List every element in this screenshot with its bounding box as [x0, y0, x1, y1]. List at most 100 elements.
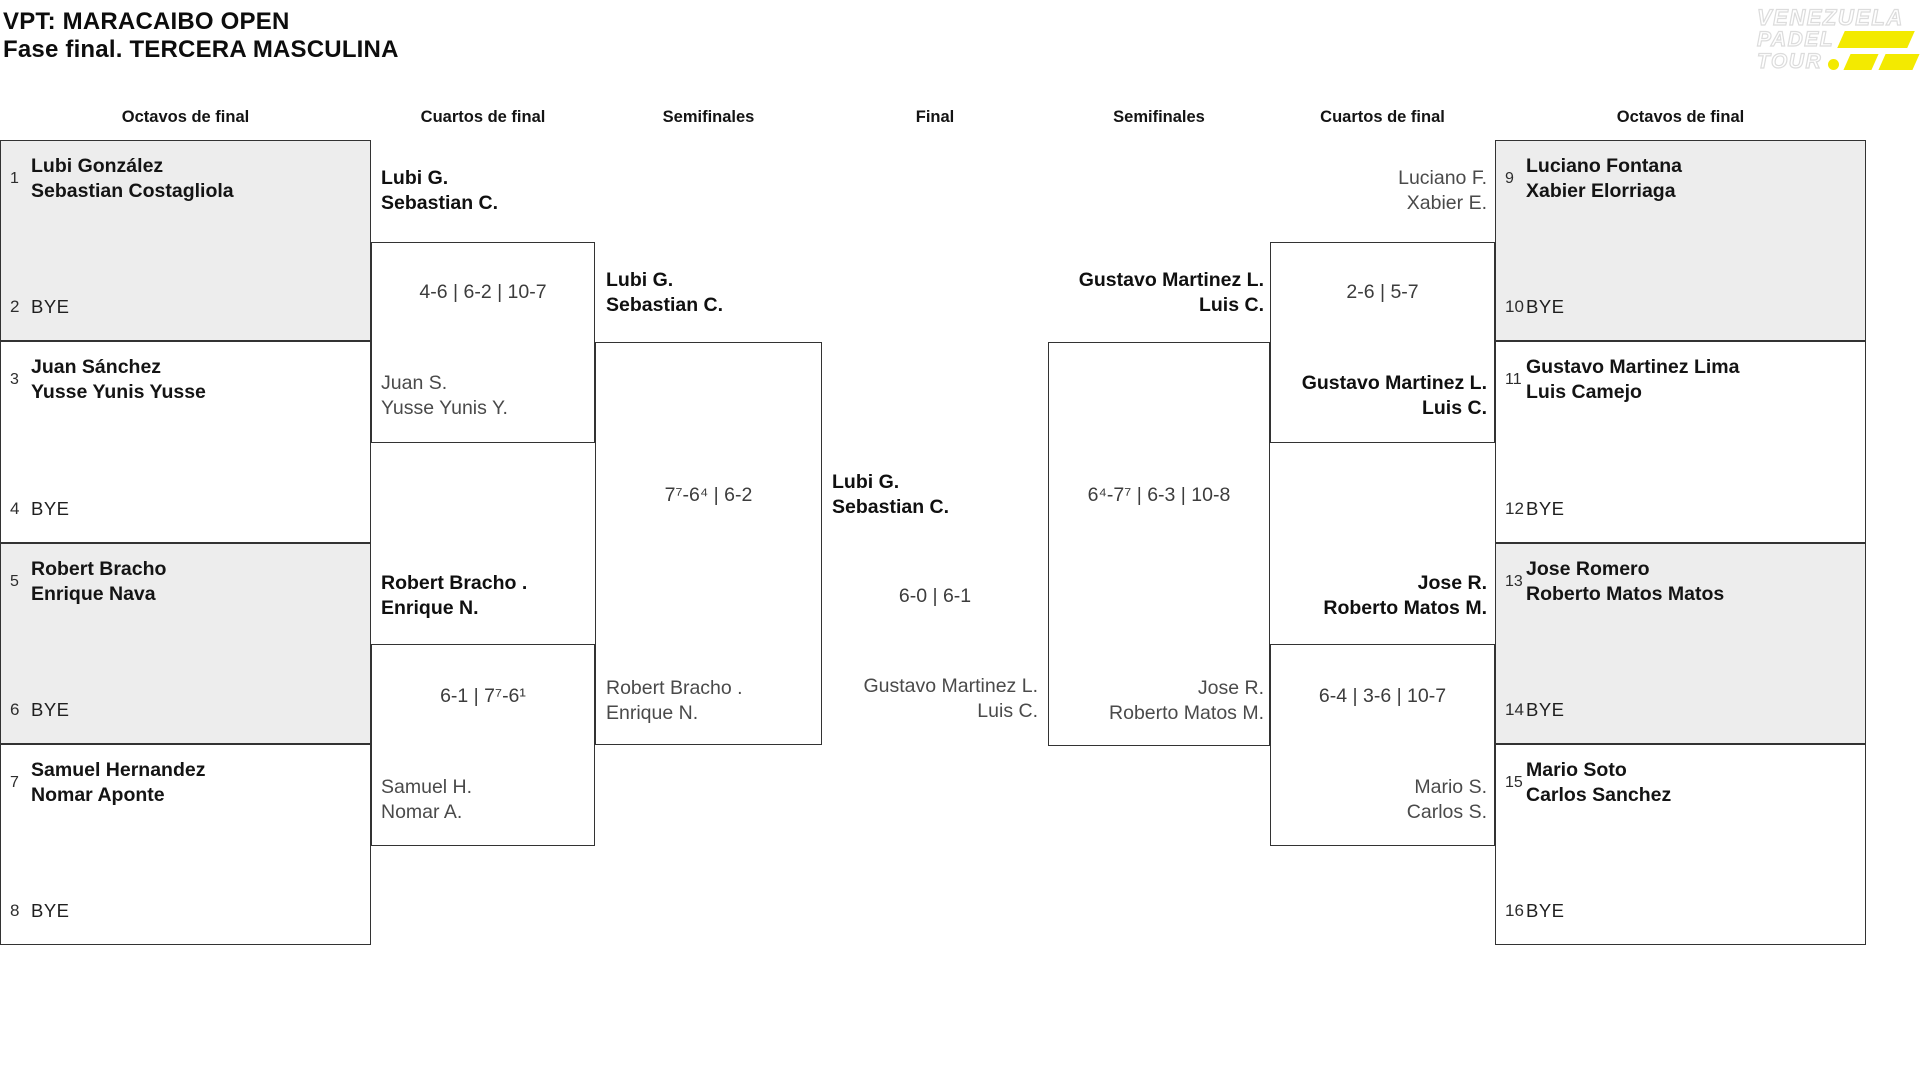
player-name: Gustavo Martinez L. — [863, 675, 1039, 697]
qf-box-left-2 — [371, 644, 595, 846]
bye-label: BYE — [1526, 900, 1565, 921]
player-name: Lubi G. — [606, 269, 674, 291]
octavos-box-seeds-9-10: 9 Luciano Fontana Xabier Elorriaga 10 BY… — [1495, 140, 1866, 341]
final-score: 6-0 | 6-1 — [898, 585, 972, 607]
bye-entry: 6 BYE — [10, 699, 70, 721]
player-name: Sebastian C. — [381, 192, 499, 214]
player-name: Carlos Sanchez — [1526, 784, 1672, 806]
tournament-title: VPT: MARACAIBO OPEN — [3, 8, 290, 35]
player-name: Lubi G. — [381, 167, 449, 189]
qf-right-2-winner-team: Jose R. Roberto Matos M. — [1280, 571, 1487, 621]
team-names: Mario Soto Carlos Sanchez — [1526, 758, 1671, 808]
player-name: Juan Sánchez — [31, 356, 162, 378]
seed-number: 4 — [10, 499, 20, 518]
bye-label: BYE — [31, 498, 70, 519]
octavos-box-seeds-1-2: 1 Lubi González Sebastian Costagliola 2 … — [0, 140, 371, 341]
qf-right-1-loser-team: Luciano F. Xabier E. — [1280, 166, 1487, 216]
team-entry: 9 Luciano Fontana Xabier Elorriaga — [1496, 141, 1865, 204]
sf-box-left — [595, 342, 822, 745]
octavos-box-seeds-3-4: 3 Juan Sánchez Yusse Yunis Yusse 4 BYE — [0, 341, 371, 543]
qf-left-2-score: 6-1 | 7⁷-6¹ — [440, 685, 526, 707]
bye-label: BYE — [1526, 699, 1565, 720]
round-header-final: Final — [915, 108, 955, 126]
round-header-octavos-right: Octavos de final — [1616, 108, 1745, 126]
bye-entry: 8 BYE — [10, 900, 70, 922]
team-names: Lubi González Sebastian Costagliola — [31, 154, 234, 204]
octavos-box-seeds-13-14: 13 Jose Romero Roberto Matos Matos 14 BY… — [1495, 543, 1866, 744]
sf-right-score: 6⁴-7⁷ | 6-3 | 10-8 — [1087, 484, 1231, 506]
logo-word-padel: PADEL — [1756, 28, 1835, 51]
seed-number: 8 — [10, 901, 20, 920]
seed-number: 5 — [10, 573, 19, 590]
seed-number: 6 — [10, 700, 20, 719]
bye-label: BYE — [1526, 296, 1565, 317]
team-entry: 15 Mario Soto Carlos Sanchez — [1496, 745, 1865, 808]
team-entry: 1 Lubi González Sebastian Costagliola — [1, 141, 370, 204]
sf-box-right — [1048, 342, 1270, 746]
round-header-cuartos-left: Cuartos de final — [420, 108, 546, 126]
player-name: Jose R. — [1197, 677, 1264, 699]
bye-entry: 2 BYE — [10, 296, 70, 318]
player-name: Gustavo Martinez Lima — [1526, 356, 1740, 378]
player-name: Sebastian Costagliola — [31, 180, 234, 202]
seed-number: 14 — [1505, 700, 1524, 719]
team-names: Juan Sánchez Yusse Yunis Yusse — [31, 355, 206, 405]
bye-entry: 4 BYE — [10, 498, 70, 520]
player-name: Gustavo Martinez L. — [1301, 372, 1487, 394]
player-name: Sebastian C. — [606, 294, 724, 316]
qf-left-2-loser-team: Samuel H. Nomar A. — [381, 775, 593, 825]
player-name: Luis C. — [1198, 294, 1264, 316]
bye-label: BYE — [31, 900, 70, 921]
bye-entry: 10 BYE — [1505, 296, 1565, 318]
team-entry: 5 Robert Bracho Enrique Nava — [1, 544, 370, 607]
player-name: Luis C. — [1421, 397, 1487, 419]
player-name: Xabier Elorriaga — [1526, 180, 1676, 202]
seed-number: 12 — [1505, 499, 1524, 518]
qf-right-2-loser-team: Mario S. Carlos S. — [1280, 775, 1487, 825]
qf-left-1-score: 4-6 | 6-2 | 10-7 — [419, 281, 547, 303]
sf-right-loser-team: Jose R. Roberto Matos M. — [1057, 676, 1264, 726]
player-name: Luciano Fontana — [1526, 155, 1682, 177]
player-name: Xabier E. — [1406, 192, 1487, 214]
player-name: Robert Bracho — [31, 558, 167, 580]
player-name: Yusse Yunis Y. — [381, 397, 508, 419]
team-names: Samuel Hernandez Nomar Aponte — [31, 758, 205, 808]
bye-label: BYE — [31, 699, 70, 720]
qf-box-right-1 — [1270, 242, 1495, 443]
player-name: Samuel H. — [381, 776, 473, 798]
logo-row-tour: TOUR — [1756, 50, 1920, 73]
team-names: Robert Bracho Enrique Nava — [31, 557, 166, 607]
team-entry: 13 Jose Romero Roberto Matos Matos — [1496, 544, 1865, 607]
bye-entry: 16 BYE — [1505, 900, 1565, 922]
player-name: Enrique Nava — [31, 583, 156, 605]
seed-number: 15 — [1505, 774, 1523, 791]
bye-label: BYE — [31, 296, 70, 317]
qf-right-1-score: 2-6 | 5-7 — [1346, 281, 1419, 303]
octavos-box-seeds-15-16: 15 Mario Soto Carlos Sanchez 16 BYE — [1495, 744, 1866, 945]
team-entry: 11 Gustavo Martinez Lima Luis Camejo — [1496, 342, 1865, 405]
round-header-octavos-left: Octavos de final — [121, 108, 250, 126]
player-name: Luciano F. — [1398, 167, 1487, 189]
player-name: Yusse Yunis Yusse — [31, 381, 206, 403]
seed-number: 7 — [10, 774, 19, 791]
team-names: Jose Romero Roberto Matos Matos — [1526, 557, 1724, 607]
bye-label: BYE — [1526, 498, 1565, 519]
qf-right-1-winner-team: Gustavo Martinez L. Luis C. — [1280, 371, 1487, 421]
sf-right-winner-team: Gustavo Martinez L. Luis C. — [1057, 268, 1264, 318]
player-name: Roberto Matos M. — [1323, 597, 1487, 619]
seed-number: 13 — [1505, 573, 1523, 590]
player-name: Luis Camejo — [1526, 381, 1642, 403]
final-runner-up-team: Gustavo Martinez L. Luis C. — [822, 674, 1039, 724]
qf-box-left-1 — [371, 242, 595, 443]
round-header-semis-left: Semifinales — [662, 108, 755, 126]
sf-left-loser-team: Robert Bracho . Enrique N. — [606, 676, 818, 726]
seed-number: 3 — [10, 371, 19, 388]
logo-word-tour: TOUR — [1756, 50, 1823, 73]
octavos-box-seeds-11-12: 11 Gustavo Martinez Lima Luis Camejo 12 … — [1495, 341, 1866, 543]
team-names: Gustavo Martinez Lima Luis Camejo — [1526, 355, 1739, 405]
phase-subtitle: Fase final. TERCERA MASCULINA — [3, 35, 399, 63]
player-name: Samuel Hernandez — [31, 759, 206, 781]
logo-row-padel: PADEL — [1756, 28, 1917, 51]
player-name: Nomar A. — [381, 801, 463, 823]
